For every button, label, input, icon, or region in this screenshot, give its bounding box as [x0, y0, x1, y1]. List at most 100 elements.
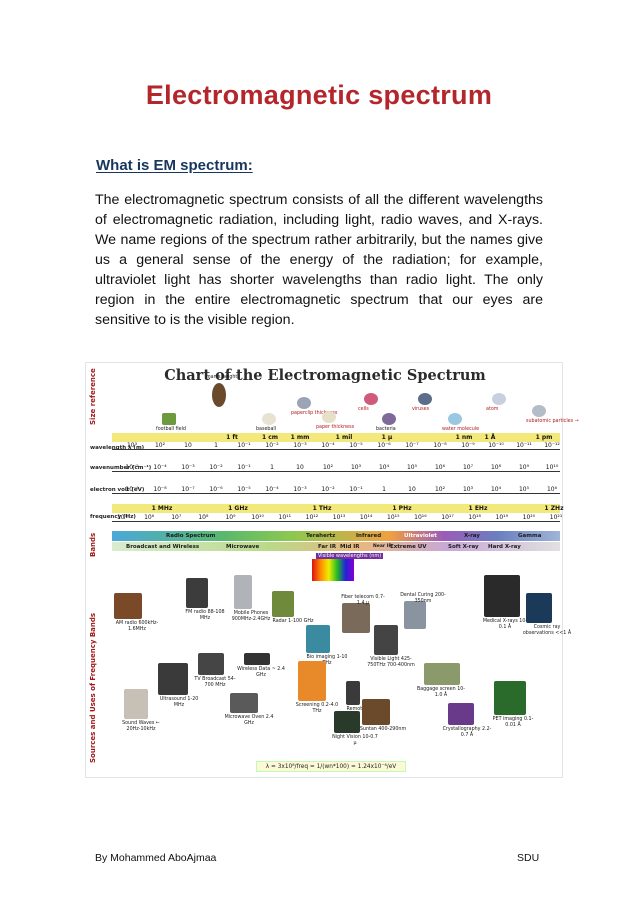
- size-reference-icon: [262, 413, 276, 425]
- band-radio-spectrum: Radio Spectrum: [166, 533, 216, 539]
- wavelength_ticks-tick: 10⁻⁴: [321, 442, 335, 449]
- frequency_ticks-tick: 10²¹: [549, 514, 563, 521]
- frequency_units-label: 1 GHz: [228, 505, 248, 512]
- wavelength_units-label: 1 nm: [455, 434, 473, 441]
- source-label: Mobile Phones 900MHz-2.4GHz: [231, 611, 271, 622]
- wavenumber_ticks-tick: 10: [296, 464, 304, 471]
- band-hard-x-ray: Hard X-ray: [488, 544, 521, 550]
- source-image: [306, 625, 330, 653]
- wavelength_ticks-tick: 10⁻¹: [237, 442, 251, 449]
- frequency_ticks-tick: 10⁷: [171, 514, 182, 521]
- frequency_ticks-tick: 10¹⁰: [251, 514, 264, 521]
- source-label: Dental Curing 200-350nm: [400, 593, 446, 604]
- size-reference-icon: [297, 397, 311, 409]
- frequency_ticks-tick: 10¹⁷: [441, 514, 454, 521]
- wavelength_ticks-tick: 10⁻³: [293, 442, 307, 449]
- bands-bottom-bar: [112, 542, 560, 551]
- footer-author: By Mohammed AboAjmaa: [95, 852, 217, 864]
- band-terahertz: Terahertz: [306, 533, 336, 539]
- size-reference-icon: [212, 383, 226, 407]
- conversion-formula: λ = 3x10⁸/freq = 1/(wn*100) = 1.24x10⁻⁶/…: [256, 761, 406, 772]
- size-reference-label: paper thickness: [316, 425, 355, 430]
- source-label: Crystallography 2.2-0.7 Å: [442, 727, 492, 738]
- source-image: [244, 653, 270, 665]
- source-image: [272, 591, 294, 617]
- source-image: [234, 575, 252, 609]
- source-label: Fiber telecom 0.7-1.4 μ: [341, 595, 385, 606]
- source-label: Cosmic ray observations <<1 Å: [522, 625, 572, 636]
- source-label: Bio imaging 1-10 THz: [306, 655, 348, 666]
- source-label: Wireless Data ~ 2.4 GHz: [237, 667, 285, 678]
- wavelength_units-label: 1 pm: [535, 434, 553, 441]
- wavenumber_ticks-tick: 10⁵: [406, 464, 418, 471]
- wavelength_ticks-tick: 10⁻⁵: [349, 442, 363, 449]
- size-reference-label: cells: [358, 407, 369, 412]
- wavenumber_ticks-tick: 10⁹: [518, 464, 530, 471]
- ev_ticks-tick: 10⁶: [546, 486, 558, 493]
- frequency_ticks-tick: 10¹⁸: [468, 514, 481, 521]
- bands-top-bar: [112, 531, 560, 541]
- size-reference-label: football field: [156, 427, 186, 432]
- wavelength_ticks-tick: 10⁻¹¹: [516, 442, 532, 449]
- wavenumber_ticks-tick: 10⁻⁴: [153, 464, 167, 471]
- source-image: [342, 603, 370, 633]
- wavenumber_ticks-tick: 10²: [322, 464, 334, 471]
- band-infrared: Infrared: [356, 533, 382, 539]
- band-x-ray: X-ray: [464, 533, 480, 539]
- source-image: [404, 601, 426, 629]
- source-image: [334, 711, 360, 733]
- ev_ticks-tick: 10⁻⁸: [153, 486, 167, 493]
- source-label: Visible Light 425-750THz 700-400nm: [367, 657, 415, 668]
- ev_ticks-tick: 10⁴: [490, 486, 502, 493]
- frequency_ticks-tick: 10¹⁹: [495, 514, 508, 521]
- frequency_ticks-tick: 10¹²: [305, 514, 319, 521]
- frequency_ticks-tick: 10¹³: [332, 514, 346, 521]
- source-label: PET imaging 0.1-0.01 Å: [492, 717, 534, 728]
- source-image: [494, 681, 526, 715]
- wavelength_ticks-tick: 10⁻⁶: [377, 442, 391, 449]
- band-extreme-uv: Extreme UV: [390, 544, 427, 550]
- source-image: [362, 699, 390, 725]
- visible-wavelengths-label: Visible wavelengths (nm): [316, 553, 384, 559]
- frequency_ticks-tick: 10⁸: [198, 514, 209, 521]
- frequency_units-label: 1 THz: [312, 505, 332, 512]
- frequency_ticks-tick: 10⁶: [144, 514, 155, 521]
- source-image: [198, 653, 224, 675]
- frequency_ticks-tick: 10⁹: [225, 514, 236, 521]
- wavenumber_ticks-tick: 10⁻³: [181, 464, 195, 471]
- wavenumber_ticks-tick: 10⁶: [434, 464, 446, 471]
- size-reference-icon: [162, 413, 176, 425]
- wavenumber_ticks-tick: 10¹⁰: [545, 464, 559, 471]
- ev_ticks-tick: 10⁻³: [293, 486, 307, 493]
- em-spectrum-chart-figure: Chart of the Electromagnetic Spectrum Si…: [85, 362, 579, 778]
- source-image: [346, 681, 360, 705]
- wavenumber_ticks-tick: 10⁻²: [209, 464, 223, 471]
- ev_ticks-tick: 10⁻⁶: [209, 486, 223, 493]
- source-label: Radar 1-100 GHz: [272, 619, 314, 624]
- band-ultraviolet: Ultraviolet: [404, 533, 437, 539]
- wavelength_ticks-tick: 10⁻⁹: [461, 442, 475, 449]
- frequency_units-label: 1 EHz: [468, 505, 488, 512]
- section-heading: What is EM spectrum:: [96, 157, 253, 174]
- ev_ticks-tick: 1: [382, 486, 386, 493]
- wavelength_ticks-tick: 10⁻⁸: [433, 442, 447, 449]
- size-reference-icon: [382, 413, 396, 425]
- band-soft-x-ray: Soft X-ray: [448, 544, 479, 550]
- wavelength_units-label: 1 cm: [261, 434, 279, 441]
- wavelength_units-label: 1 mil: [335, 434, 353, 441]
- frequency_ticks-tick: 10²⁰: [522, 514, 536, 521]
- ev_ticks-tick: 10³: [462, 486, 474, 493]
- band-broadcast-wireless: Broadcast and Wireless: [126, 544, 200, 550]
- wavenumber_ticks-tick: 10³: [350, 464, 362, 471]
- wavenumber_ticks-tick: 10⁻¹: [237, 464, 251, 471]
- frequency_units-label: 1 PHz: [392, 505, 412, 512]
- source-label: AM radio 600kHz-1.6MHz: [115, 621, 159, 632]
- source-label: TV Broadcast 54-700 MHz: [194, 677, 236, 688]
- source-label: Screening 0.2-4.0 THz: [295, 703, 339, 714]
- source-label: Microwave Oven 2.4 GHz: [224, 715, 274, 726]
- size-reference-label: bacteria: [376, 427, 396, 432]
- ev_ticks-tick: 10⁻⁷: [181, 486, 195, 493]
- visible-wavelengths-strip: [312, 559, 354, 581]
